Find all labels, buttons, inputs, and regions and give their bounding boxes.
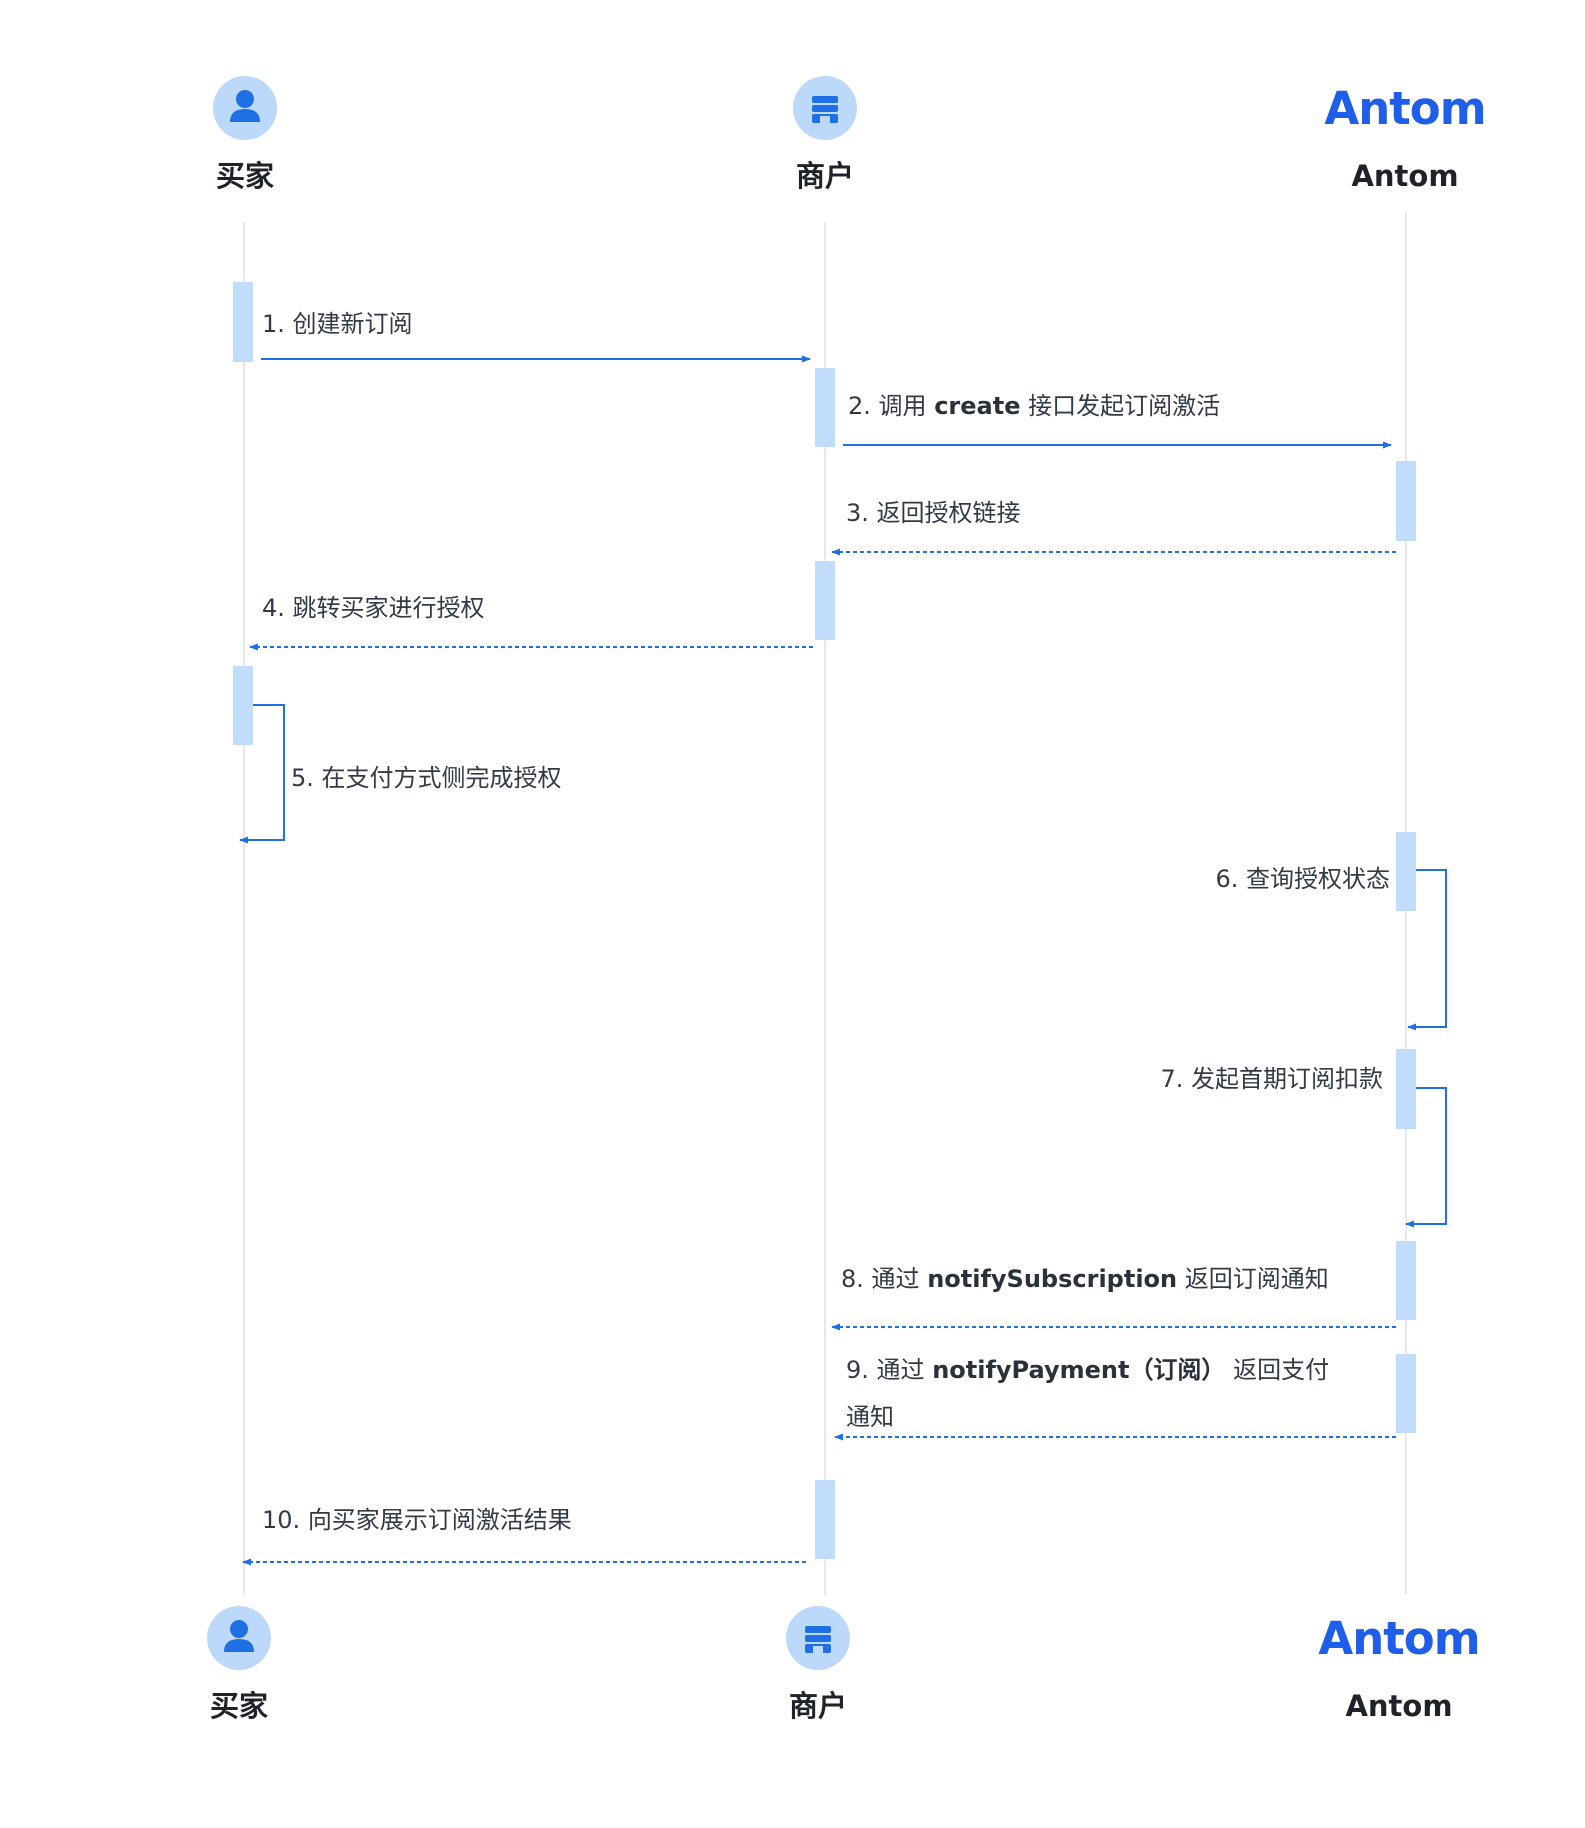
merchant-participant-top: 商户: [793, 76, 857, 193]
step-4-label: 4. 跳转买家进行授权: [262, 594, 485, 622]
step-3-label: 3. 返回授权链接: [846, 499, 1021, 527]
activation-bar: [815, 1480, 835, 1559]
activation-bar: [1396, 1049, 1416, 1129]
step-1-label: 1. 创建新订阅: [262, 310, 413, 338]
activation-bar: [815, 368, 835, 447]
activation-bar: [815, 561, 835, 640]
buyer-label: 买家: [210, 1689, 268, 1723]
activation-bar: [1396, 832, 1416, 911]
merchant-participant-bottom: 商户: [786, 1606, 850, 1723]
step-5-label: 5. 在支付方式侧完成授权: [291, 764, 562, 792]
antom-logo: Antom: [1324, 82, 1485, 135]
step-6-arrow: [1407, 869, 1447, 1031]
antom-label: Antom: [1351, 159, 1458, 193]
buyer-participant-bottom: 买家: [207, 1606, 271, 1723]
step-5-arrow: [239, 704, 285, 844]
merchant-label: 商户: [789, 1689, 847, 1723]
activation-bar: [1396, 461, 1416, 541]
antom-logo: Antom: [1318, 1612, 1479, 1665]
step-7-label: 7. 发起首期订阅扣款: [1160, 1065, 1383, 1093]
antom-participant-top: Antom Antom: [1324, 82, 1486, 193]
activation-bar: [233, 666, 253, 745]
step-7-arrow: [1405, 1087, 1447, 1228]
step-10-label: 10. 向买家展示订阅激活结果: [262, 1506, 572, 1534]
activation-bar: [1396, 1354, 1416, 1433]
merchant-label: 商户: [796, 159, 854, 193]
activation-bar: [233, 282, 253, 362]
step-6-label: 6. 查询授权状态: [1215, 865, 1390, 893]
activation-bar: [1396, 1241, 1416, 1320]
antom-participant-bottom: Antom Antom: [1318, 1612, 1480, 1723]
step-9-label-line2: 通知: [846, 1403, 894, 1431]
antom-label: Antom: [1345, 1689, 1452, 1723]
step-8-label: 8. 通过 notifySubscription 返回订阅通知: [841, 1265, 1329, 1293]
buyer-participant-top: 买家: [213, 76, 277, 193]
step-2-label: 2. 调用 create 接口发起订阅激活: [848, 392, 1220, 420]
buyer-label: 买家: [216, 159, 274, 193]
step-9-label: 9. 通过 notifyPayment（订阅） 返回支付: [846, 1356, 1329, 1384]
